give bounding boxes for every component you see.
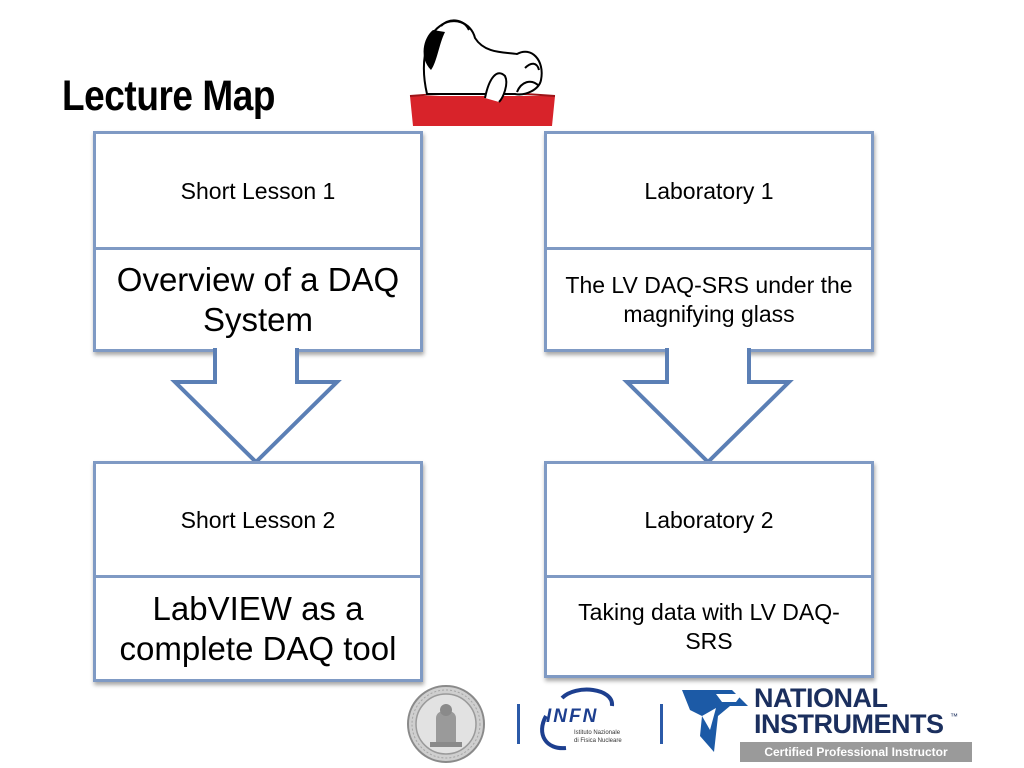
flow-box-short-lesson-1: Short Lesson 1 Overview of a DAQ System [93, 131, 423, 352]
flow-box-laboratory-1: Laboratory 1 The LV DAQ-SRS under the ma… [544, 131, 874, 352]
box-body: LabVIEW as a complete DAQ tool [119, 589, 397, 667]
ni-certified-banner: Certified Professional Instructor [740, 742, 972, 762]
box-header: Laboratory 2 [547, 464, 871, 578]
ni-trademark: ™ [950, 712, 958, 721]
box-body: Overview of a DAQ System [116, 260, 400, 338]
university-seal-logo [407, 685, 485, 763]
infn-swoosh-icon [540, 687, 614, 751]
ni-line1: NATIONAL [754, 683, 888, 713]
infn-name: INFN [546, 706, 599, 727]
logo-divider [660, 704, 663, 744]
snoopy-doghouse-illustration [409, 19, 556, 126]
flow-box-laboratory-2: Laboratory 2 Taking data with LV DAQ-SRS [544, 461, 874, 678]
box-body: The LV DAQ-SRS under the magnifying glas… [565, 271, 853, 327]
national-instruments-logo: NATIONAL INSTRUMENTS ™ Certified Profess… [678, 684, 974, 764]
down-arrow-left [170, 348, 342, 465]
infn-subtitle-2: di Fisica Nucleare [574, 738, 622, 744]
box-body: Taking data with LV DAQ-SRS [578, 598, 840, 654]
logo-divider [517, 704, 520, 744]
flow-box-short-lesson-2: Short Lesson 2 LabVIEW as a complete DAQ… [93, 461, 423, 682]
slide-title: Lecture Map [62, 72, 276, 120]
infn-subtitle-1: Istituto Nazionale [574, 730, 621, 736]
infn-logo: INFN Istituto Nazionale di Fisica Nuclea… [536, 686, 646, 752]
ni-line2: INSTRUMENTS [754, 709, 944, 739]
down-arrow-right [622, 348, 794, 465]
box-header: Short Lesson 2 [96, 464, 420, 578]
ni-eagle-icon [682, 690, 748, 752]
box-header: Laboratory 1 [547, 134, 871, 250]
box-header: Short Lesson 1 [96, 134, 420, 250]
